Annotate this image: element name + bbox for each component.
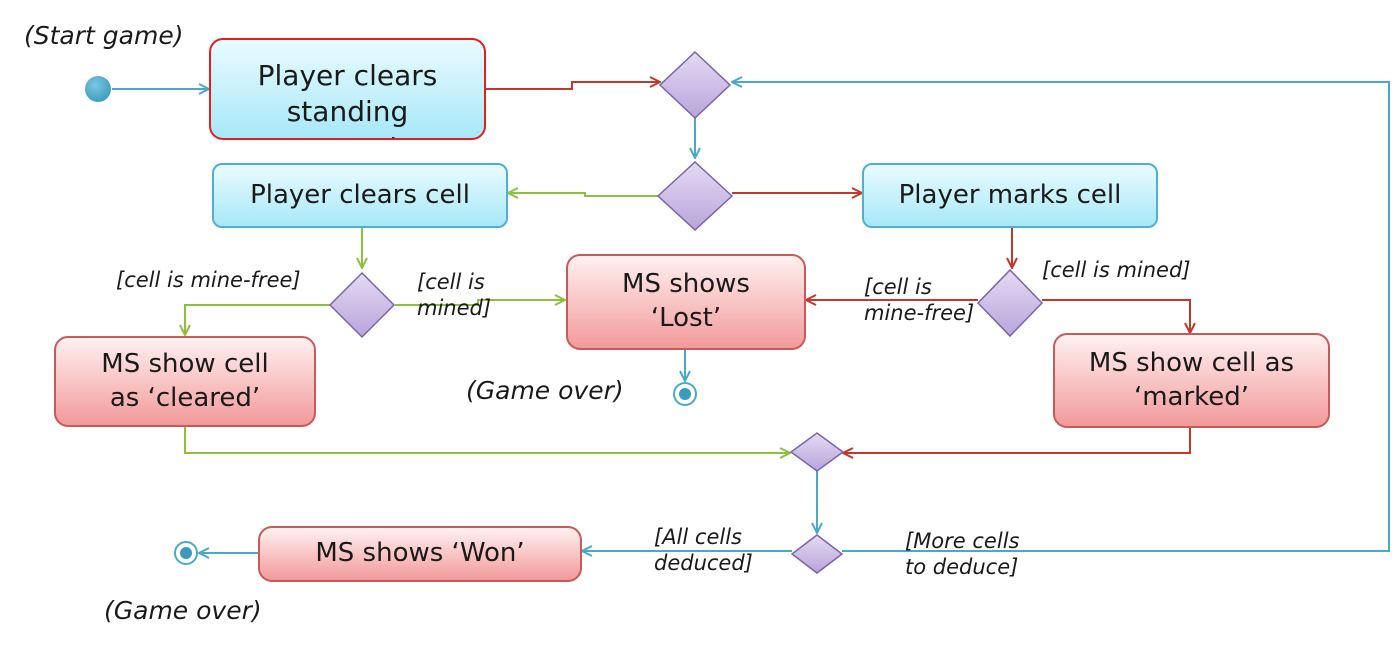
edge-check-to-show-cleared [185, 304, 330, 335]
guard-clear-mined: [cell is mined] [417, 270, 492, 321]
action-mark-cell: Player marks cell [862, 163, 1158, 228]
edge-check-to-lost [395, 300, 565, 306]
action-show-cleared: MS show cell as ‘cleared’ [54, 336, 316, 427]
start-game-note: (Start game) [24, 21, 184, 50]
merge-diamond-bottom [789, 432, 845, 472]
guard-mark-mined: [cell is mined] [1042, 258, 1191, 282]
action-clear-standing-ground: Player clears standing ground [209, 38, 486, 140]
action-shows-won: MS shows ‘Won’ [258, 526, 582, 582]
action-shows-lost: MS shows ‘Lost’ [566, 254, 806, 350]
decision-diamond-clear-check [328, 271, 396, 339]
edge-show-cleared-to-merge [184, 427, 790, 453]
edge-decision-to-clear-cell [508, 193, 658, 196]
edge-clear-standing-to-merge [486, 82, 660, 90]
final-node-won [174, 541, 198, 565]
guard-clear-mine-free: [cell is mine-free] [116, 268, 301, 292]
edge-mark-check-to-show-marked [1042, 299, 1190, 333]
guard-more-to-deduce: [More cells to deduce] [905, 529, 1020, 580]
initial-node [85, 76, 111, 102]
action-show-marked: MS show cell as ‘marked’ [1053, 333, 1330, 428]
decision-diamond-action [656, 160, 734, 232]
game-over-note-lost: (Game over) [466, 376, 624, 405]
decision-diamond-deduced [790, 534, 844, 574]
guard-all-deduced: [All cells deduced] [654, 525, 753, 576]
action-clear-cell: Player clears cell [212, 163, 508, 228]
decision-diamond-mark-check [976, 268, 1044, 338]
edge-show-marked-to-merge [843, 428, 1191, 453]
final-node-lost [673, 382, 697, 406]
guard-mark-mine-free: [cell is mine-free] [864, 275, 975, 326]
game-over-note-won: (Game over) [104, 596, 262, 625]
edge-loop-back [732, 82, 1390, 552]
merge-diamond-top [658, 50, 732, 120]
